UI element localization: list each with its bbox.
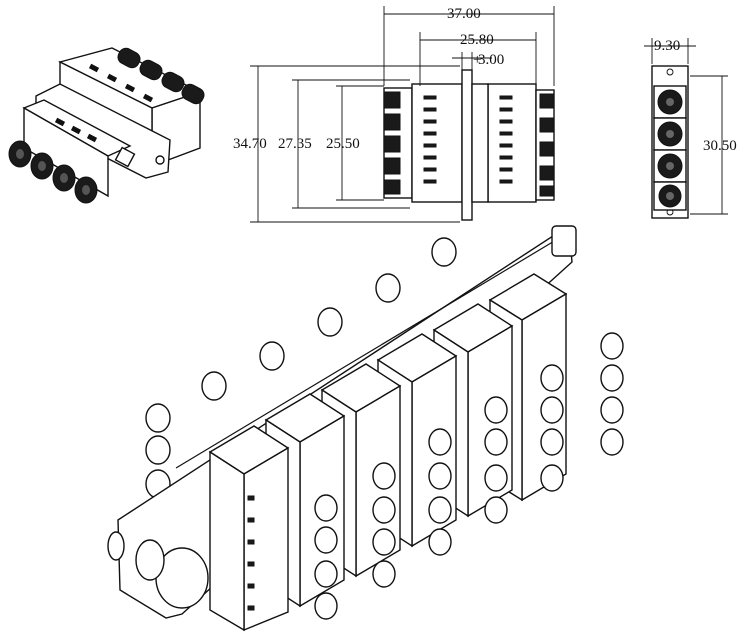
- front-view: 9.30 30.50: [644, 38, 737, 219]
- dim-overall-width: 37.00: [447, 6, 481, 22]
- iso-panel-assembly: [107, 225, 624, 632]
- iso-quad-adapter: [8, 47, 205, 204]
- dim-body-height: 25.50: [326, 136, 360, 152]
- dim-mid-height: 27.35: [278, 136, 312, 152]
- dim-front-height: 30.50: [703, 138, 737, 154]
- front-ferrules: [314, 332, 624, 620]
- dim-flange-width: 3.00: [478, 52, 504, 68]
- dim-front-width: 9.30: [654, 38, 680, 54]
- svg-text:+: +: [473, 52, 481, 68]
- rear-ferrules: [145, 237, 457, 499]
- dim-inner-width: 25.80: [460, 32, 494, 48]
- dim-overall-height: 34.70: [233, 136, 267, 152]
- side-view: 37.00 25.80 3.00 + 34.70 27.35 25.50: [233, 6, 555, 223]
